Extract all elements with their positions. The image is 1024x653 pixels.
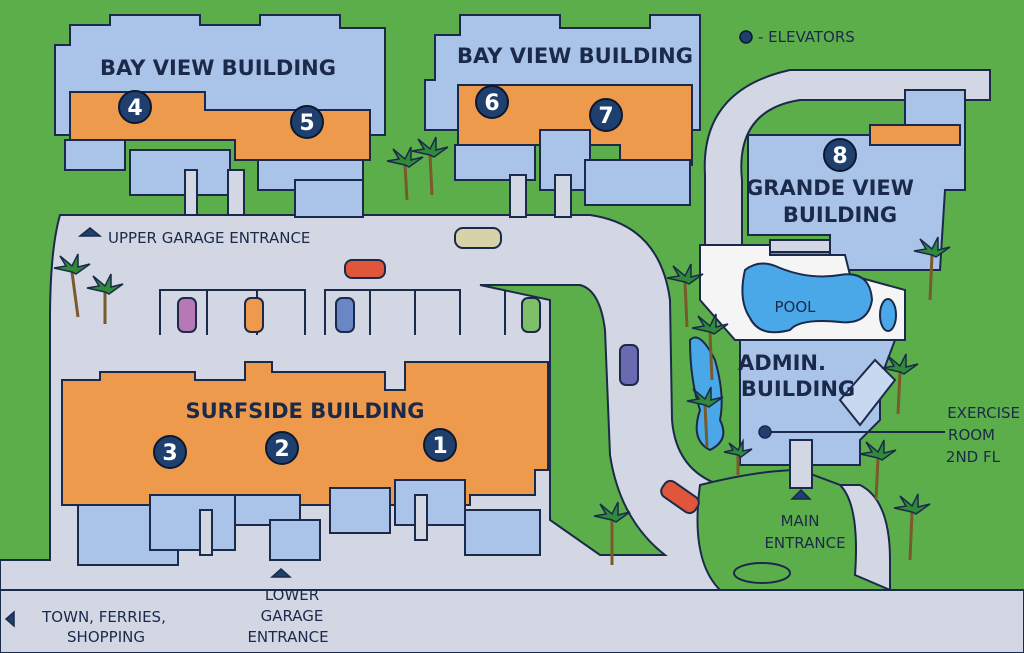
elevator-marker-icon[interactable] xyxy=(823,138,857,172)
main-entrance-label-1: MAIN xyxy=(781,512,820,530)
bay-view-west-label: BAY VIEW BUILDING xyxy=(100,56,336,80)
lower-garage-label-1: LOWER xyxy=(265,586,319,604)
pool-area xyxy=(699,244,906,341)
grande-view-building xyxy=(747,89,966,271)
palm-tree-icon xyxy=(666,263,704,328)
pool-water xyxy=(741,262,874,334)
palm-tree-icon xyxy=(913,236,951,301)
palm-tree-icon xyxy=(411,136,449,196)
town-label-1: TOWN, FERRIES, xyxy=(41,608,166,626)
main-entrance-triangle-icon xyxy=(790,488,812,500)
car-icon xyxy=(454,227,502,249)
elevator-legend-dot-icon xyxy=(739,30,753,44)
elevator-marker-icon[interactable] xyxy=(265,431,299,465)
elevator-number: 8 xyxy=(832,144,847,169)
main-entrance-label-2: ENTRANCE xyxy=(764,534,845,552)
car-icon xyxy=(521,297,541,333)
grande-view-label-line1: GRANDE VIEW xyxy=(746,176,914,200)
elevator-number: 6 xyxy=(484,91,499,116)
palm-tree-icon xyxy=(593,501,631,565)
elevator-marker-icon[interactable] xyxy=(290,105,324,139)
lower-garage-triangle-icon xyxy=(270,567,292,578)
palm-tree-icon xyxy=(881,353,919,415)
bay-view-building-east xyxy=(424,14,701,218)
lower-garage-label-3: ENTRANCE xyxy=(247,628,328,646)
pool-label: POOL xyxy=(774,298,816,316)
palm-tree-icon xyxy=(53,253,91,318)
elevator-number: 4 xyxy=(127,96,142,121)
elevator-number: 3 xyxy=(162,441,177,466)
grass-island-right xyxy=(696,468,891,591)
surfside-building xyxy=(61,361,549,566)
elevator-number: 2 xyxy=(274,437,289,462)
exercise-room-dot-icon xyxy=(758,425,772,439)
palm-tree-icon xyxy=(723,438,753,475)
palm-trees xyxy=(53,136,951,565)
elevator-number: 1 xyxy=(432,434,447,459)
elevator-number: 5 xyxy=(299,111,314,136)
legend-label: - ELEVATORS xyxy=(758,28,855,46)
elevator-marker-icon[interactable] xyxy=(423,428,457,462)
upper-garage-label: UPPER GARAGE ENTRANCE xyxy=(108,229,310,247)
palm-tree-icon xyxy=(386,146,424,201)
palm-tree-icon xyxy=(686,386,724,448)
palm-tree-icon xyxy=(691,313,729,381)
palm-tree-icon xyxy=(859,439,897,501)
exercise-room-label-3: 2ND FL xyxy=(946,448,1001,466)
surfside-label: SURFSIDE BUILDING xyxy=(185,399,424,423)
lower-garage-label-2: GARAGE xyxy=(261,607,324,625)
exercise-room-label-2: ROOM xyxy=(948,426,995,444)
palm-tree-icon xyxy=(893,493,931,561)
admin-label-line1: ADMIN. xyxy=(738,351,826,375)
car-icon xyxy=(619,344,639,386)
car-icon xyxy=(660,479,700,515)
town-direction-arrow-icon xyxy=(4,610,15,628)
elevator-marker-icon[interactable] xyxy=(589,98,623,132)
elevator-markers: 4 5 6 7 8 3 2 1 xyxy=(118,85,857,469)
car-icon xyxy=(344,259,386,279)
elevator-marker-icon[interactable] xyxy=(153,435,187,469)
grass-island xyxy=(479,284,668,556)
cars xyxy=(177,227,700,515)
grass-oval xyxy=(733,562,791,584)
palm-tree-icon xyxy=(86,273,124,324)
car-icon xyxy=(177,297,197,333)
upper-garage-triangle-icon xyxy=(77,227,103,237)
car-icon xyxy=(335,297,355,333)
town-label-2: SHOPPING xyxy=(67,628,145,646)
car-icon xyxy=(244,297,264,333)
grande-view-label-line2: BUILDING xyxy=(783,203,897,227)
admin-building xyxy=(739,339,897,489)
exercise-room-label-1: EXERCISE xyxy=(947,404,1020,422)
elevator-number: 7 xyxy=(598,104,613,129)
bay-view-east-label: BAY VIEW BUILDING xyxy=(457,44,693,68)
elevator-marker-icon[interactable] xyxy=(475,85,509,119)
admin-label-line2: BUILDING xyxy=(741,377,855,401)
grande-driveway xyxy=(703,69,991,246)
elevator-marker-icon[interactable] xyxy=(118,90,152,124)
